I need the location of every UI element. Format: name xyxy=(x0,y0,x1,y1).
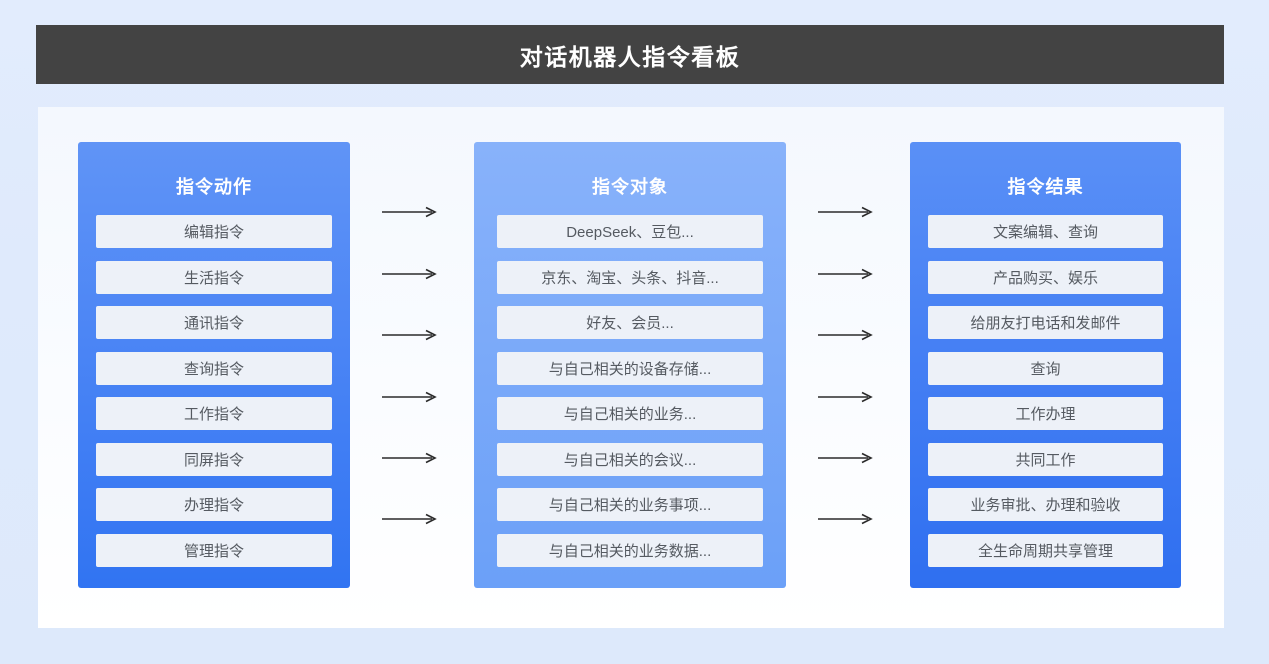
connector-group-object-to-result xyxy=(788,142,908,588)
list-item[interactable]: 产品购买、娱乐 xyxy=(928,260,1163,294)
arrow-right-icon xyxy=(382,206,438,218)
column-title-instruction-action: 指令动作 xyxy=(176,177,252,197)
list-item[interactable]: 与自己相关的设备存储... xyxy=(497,351,763,385)
list-item[interactable]: 文案编辑、查询 xyxy=(928,215,1163,248)
list-item[interactable]: 全生命周期共享管理 xyxy=(928,533,1163,567)
list-item[interactable]: 编辑指令 xyxy=(96,215,332,248)
bottom-background-strip xyxy=(0,628,1269,664)
arrow-right-icon xyxy=(818,452,874,464)
list-item[interactable]: 共同工作 xyxy=(928,442,1163,476)
arrow-right-icon xyxy=(818,513,874,525)
list-item[interactable]: 给朋友打电话和发邮件 xyxy=(928,306,1163,339)
arrow-right-icon xyxy=(818,268,874,280)
arrow-right-icon xyxy=(818,391,874,403)
arrow-right-icon xyxy=(382,268,438,280)
column-items-instruction-object: DeepSeek、豆包... 京东、淘宝、头条、抖音... 好友、会员... 与… xyxy=(474,215,786,567)
list-item[interactable]: 查询指令 xyxy=(96,351,332,385)
list-item[interactable]: 与自己相关的业务... xyxy=(497,397,763,430)
list-item[interactable]: DeepSeek、豆包... xyxy=(497,215,763,248)
list-item[interactable]: 办理指令 xyxy=(96,488,332,521)
title-bar: 对话机器人指令看板 xyxy=(36,25,1224,84)
column-title-instruction-result: 指令结果 xyxy=(1007,177,1084,197)
arrow-right-icon xyxy=(382,452,438,464)
column-items-instruction-result: 文案编辑、查询 产品购买、娱乐 给朋友打电话和发邮件 查询 工作办理 共同工作 … xyxy=(910,215,1181,567)
column-instruction-object: 指令对象 DeepSeek、豆包... 京东、淘宝、头条、抖音... 好友、会员… xyxy=(474,142,786,588)
list-item[interactable]: 工作办理 xyxy=(928,397,1163,430)
column-title-instruction-object: 指令对象 xyxy=(592,177,668,197)
arrow-right-icon xyxy=(818,329,874,341)
list-item[interactable]: 同屏指令 xyxy=(96,442,332,476)
list-item[interactable]: 与自己相关的业务数据... xyxy=(497,533,763,567)
column-instruction-action: 指令动作 编辑指令 生活指令 通讯指令 查询指令 工作指令 同屏指令 办理指令 … xyxy=(78,142,350,588)
arrow-right-icon xyxy=(818,206,874,218)
list-item[interactable]: 与自己相关的会议... xyxy=(497,442,763,476)
column-instruction-result: 指令结果 文案编辑、查询 产品购买、娱乐 给朋友打电话和发邮件 查询 工作办理 … xyxy=(910,142,1181,588)
connector-group-action-to-object xyxy=(352,142,472,588)
list-item[interactable]: 好友、会员... xyxy=(497,306,763,339)
list-item[interactable]: 京东、淘宝、头条、抖音... xyxy=(497,260,763,294)
arrow-right-icon xyxy=(382,391,438,403)
list-item[interactable]: 查询 xyxy=(928,351,1163,385)
list-item[interactable]: 业务审批、办理和验收 xyxy=(928,488,1163,521)
arrow-right-icon xyxy=(382,513,438,525)
list-item[interactable]: 生活指令 xyxy=(96,260,332,294)
list-item[interactable]: 工作指令 xyxy=(96,397,332,430)
arrow-right-icon xyxy=(382,329,438,341)
list-item[interactable]: 通讯指令 xyxy=(96,306,332,339)
list-item[interactable]: 与自己相关的业务事项... xyxy=(497,488,763,521)
page-title: 对话机器人指令看板 xyxy=(519,43,741,70)
column-items-instruction-action: 编辑指令 生活指令 通讯指令 查询指令 工作指令 同屏指令 办理指令 管理指令 xyxy=(78,215,350,567)
list-item[interactable]: 管理指令 xyxy=(96,533,332,567)
